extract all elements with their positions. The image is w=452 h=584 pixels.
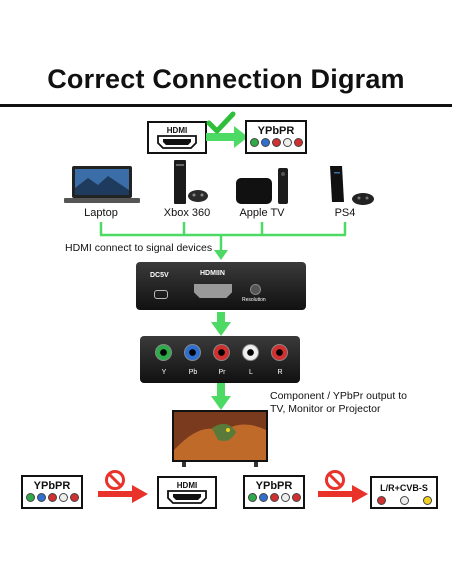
resolution-button[interactable] xyxy=(250,284,261,295)
red-rca-icon xyxy=(376,496,386,505)
device-label-ps4: PS4 xyxy=(334,207,356,219)
bottom-right-lr-cvbs-box: L/R+CVB-S xyxy=(370,476,438,509)
white-rca-icon xyxy=(399,496,409,505)
top-ypbpr-box: YPbPR xyxy=(245,120,307,154)
game-console-icon xyxy=(174,160,208,204)
tv-icon xyxy=(172,410,268,467)
port-label-l: L xyxy=(249,369,253,376)
arrow-right-icon xyxy=(206,126,248,148)
red-rca-icon xyxy=(269,493,279,502)
bottom-left-hdmi-box: HDMI xyxy=(157,476,217,509)
bottom-left-ypbpr-box: YPbPR xyxy=(21,475,83,509)
bottom-left-ypbpr-label: YPbPR xyxy=(33,480,71,492)
rca-dots xyxy=(23,493,81,502)
check-icon xyxy=(206,111,236,134)
red-rca-icon xyxy=(69,493,79,502)
hdmi-in-port xyxy=(194,284,232,298)
rca-dots xyxy=(247,138,305,147)
red-rca-icon xyxy=(291,493,301,502)
page-title: Correct Connection Digram xyxy=(47,64,405,94)
rca-dots xyxy=(245,493,303,502)
top-ypbpr-label: YPbPR xyxy=(257,125,295,137)
bottom-right-ypbpr-label: YPbPR xyxy=(255,480,293,492)
arrow-right-red-icon xyxy=(98,485,148,503)
hdmi-port-icon xyxy=(167,490,207,504)
device-label-apple-tv: Apple TV xyxy=(239,207,285,219)
top-hdmi-box: HDMI xyxy=(147,121,207,154)
bottom-left-hdmi-label: HDMI xyxy=(176,481,198,490)
device-label-xbox: Xbox 360 xyxy=(163,207,211,219)
white-rca-icon xyxy=(282,138,292,147)
blue-rca-icon xyxy=(260,138,270,147)
caption-hdmi-connect: HDMI connect to signal devices xyxy=(65,242,213,254)
title-divider xyxy=(0,104,452,107)
caption-output-line2: TV, Monitor or Projector xyxy=(270,403,381,415)
tv-box-icon xyxy=(236,168,288,204)
laptop-icon xyxy=(64,166,140,203)
r-port xyxy=(271,344,288,361)
arrow-right-red-icon xyxy=(318,485,368,503)
lr-cvbs-label: L/R+CVB-S xyxy=(380,483,428,493)
top-hdmi-label: HDMI xyxy=(166,126,188,135)
pr-port xyxy=(213,344,230,361)
port-label-pr: Pr xyxy=(218,369,226,376)
converter-hdmi-side: DC5V HDMIIN Resolution xyxy=(136,262,306,310)
no-symbol-icon xyxy=(325,470,345,490)
green-rca-icon xyxy=(25,493,35,502)
pb-port xyxy=(184,344,201,361)
ps4-console-icon xyxy=(330,166,374,205)
hdmi-port-icon xyxy=(157,135,197,149)
dc5v-label: DC5V xyxy=(150,272,169,279)
device-label-laptop: Laptop xyxy=(84,207,118,219)
blue-rca-icon xyxy=(258,493,268,502)
red-rca-icon xyxy=(271,138,281,147)
l-port xyxy=(242,344,259,361)
dc-power-port xyxy=(154,290,168,299)
resolution-label: Resolution xyxy=(242,297,266,303)
port-label-pb: Pb xyxy=(188,369,198,376)
bottom-right-ypbpr-box: YPbPR xyxy=(243,475,305,509)
red-rca-icon xyxy=(293,138,303,147)
green-rca-icon xyxy=(247,493,257,502)
port-label-r: R xyxy=(277,369,283,376)
white-rca-icon xyxy=(280,493,290,502)
port-label-y: Y xyxy=(161,369,167,376)
blue-rca-icon xyxy=(36,493,46,502)
y-port xyxy=(155,344,172,361)
green-rca-icon xyxy=(249,138,259,147)
red-rca-icon xyxy=(47,493,57,502)
no-symbol-icon xyxy=(105,470,125,490)
yellow-rca-icon xyxy=(422,496,432,505)
white-rca-icon xyxy=(58,493,68,502)
converter-component-side: Y Pb Pr L R xyxy=(140,336,300,383)
hdmi-in-label: HDMIIN xyxy=(200,270,225,277)
caption-output-line1: Component / YPbPr output to xyxy=(270,390,407,402)
rca-dots xyxy=(372,496,436,505)
